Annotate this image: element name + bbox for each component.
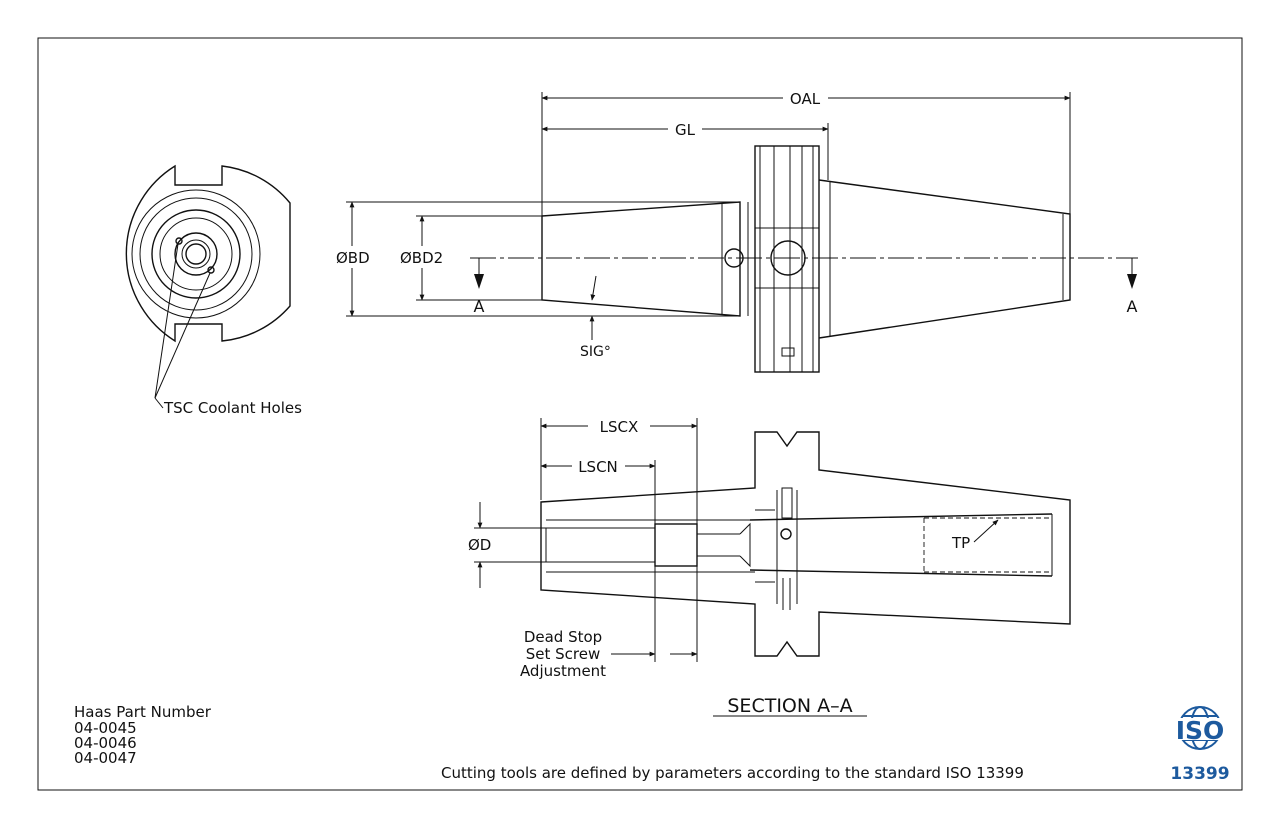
part-number-3: 04-0047	[74, 749, 137, 767]
sig-label: SIG°	[580, 344, 611, 360]
bd2-label: ØBD2	[400, 249, 443, 267]
lscx-dimension	[540, 418, 698, 662]
drawing-border	[37, 37, 1243, 791]
section-markers	[474, 258, 1137, 289]
tp-label: TP	[951, 534, 970, 552]
bd-label: ØBD	[336, 249, 370, 267]
iso-logo-text: ISO	[1176, 716, 1225, 745]
part-number-1: 04-0045	[74, 719, 137, 737]
coolant-holes-label: TSC Coolant Holes	[163, 399, 302, 417]
side-view-holder	[470, 145, 1138, 373]
tp-leader	[973, 519, 999, 543]
dead-stop-line-3: Adjustment	[520, 662, 606, 680]
bd-dimension	[346, 201, 740, 317]
lscn-label: LSCN	[578, 458, 618, 476]
gl-dimension	[541, 123, 829, 180]
end-view	[125, 164, 291, 409]
footer-note: Cutting tools are defined by parameters …	[441, 764, 1024, 782]
part-number-heading: Haas Part Number	[74, 703, 212, 721]
section-view-holder	[540, 431, 1071, 657]
oal-label: OAL	[790, 90, 821, 108]
lscx-label: LSCX	[600, 418, 639, 436]
section-title: SECTION A–A	[727, 695, 852, 717]
iso-logo: ISO 13399	[1170, 706, 1230, 784]
section-letter-left: A	[474, 297, 485, 316]
sig-dimension	[589, 275, 597, 340]
iso-logo-number: 13399	[1170, 764, 1229, 784]
oal-dimension	[541, 92, 1071, 300]
bd2-dimension	[416, 215, 542, 301]
gl-label: GL	[675, 121, 696, 139]
lscn-dimension	[540, 460, 656, 662]
part-number-2: 04-0046	[74, 734, 137, 752]
d-label: ØD	[468, 536, 491, 554]
d-dimension	[474, 502, 541, 588]
dead-stop-line-1: Dead Stop	[524, 628, 602, 646]
section-letter-right: A	[1127, 297, 1138, 316]
dead-stop-line-2: Set Screw	[526, 645, 601, 663]
